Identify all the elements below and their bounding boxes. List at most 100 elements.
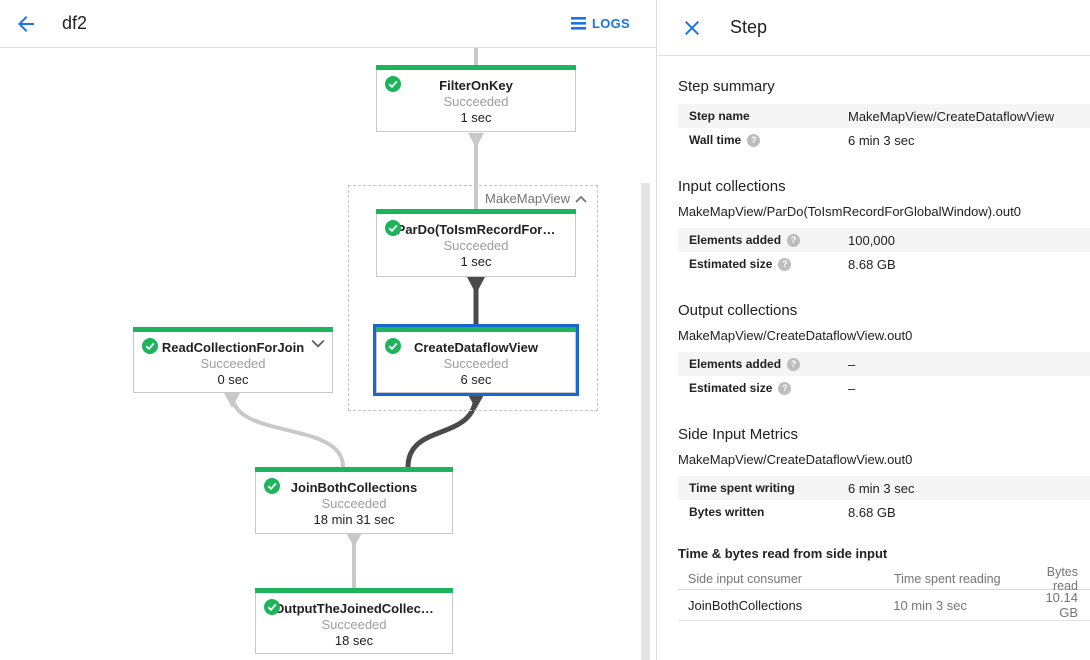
section-heading-output-collections: Output collections [678,302,798,319]
help-icon[interactable]: ? [778,257,792,271]
node-title: ParDo(ToIsmRecordFor… [396,222,556,237]
logs-button-label: LOGS [591,16,630,31]
row-bytes-written: Bytes written 8.68 GB [678,500,1090,524]
row-estimated-size: Estimated size ? 8.68 GB [678,252,1090,276]
node-outputthejoinedcollection[interactable]: OutputTheJoinedCollec… Succeeded 18 sec [255,588,453,654]
row-label: Bytes written [689,505,765,519]
node-time: 6 sec [460,372,492,387]
row-label: Step name [689,109,750,123]
node-status: Succeeded [200,356,266,371]
success-check-icon [385,220,401,236]
row-value: 8.68 GB [848,256,896,272]
success-check-icon [385,76,401,92]
help-icon[interactable]: ? [747,133,761,147]
row-estimated-size: Estimated size ? – [678,376,1090,400]
node-status: Succeeded [321,496,387,511]
row-step-name: Step name MakeMapView/CreateDataflowView [678,104,1090,128]
chevron-up-icon [575,195,587,203]
row-value: 8.68 GB [848,504,896,520]
node-title: JoinBothCollections [290,480,418,495]
node-status: Succeeded [443,94,509,109]
row-value: 6 min 3 sec [848,132,915,148]
success-check-icon [264,599,280,615]
col-header-consumer: Side input consumer [688,572,802,586]
close-icon[interactable] [680,16,704,40]
logs-button[interactable]: LOGS [570,16,630,31]
row-value: 100,000 [848,232,895,248]
group-makemapview-toggle[interactable]: MakeMapView [485,191,587,206]
row-label: Estimated size [689,381,773,395]
step-details-panel: Step Step summary Step name MakeMapView/… [658,0,1090,660]
node-readcollectionforjoin[interactable]: ReadCollectionForJoin Succeeded 0 sec [133,327,333,393]
table-row: JoinBothCollections 10 min 3 sec 10.14 G… [678,590,1090,621]
help-icon[interactable]: ? [787,233,801,247]
group-makemapview [348,185,598,411]
row-value: – [848,356,856,372]
node-createdataflowview[interactable]: CreateDataflowView Succeeded 6 sec [373,324,579,396]
panel-body: Step summary Step name MakeMapView/Creat… [658,78,1090,621]
output-collection-name: MakeMapView/CreateDataflowView.out0 [678,328,913,343]
node-title: FilterOnKey [439,78,513,93]
col-header-bytes-read: Bytes read [1046,565,1078,593]
row-value: 6 min 3 sec [848,480,915,496]
node-joinbothcollections[interactable]: JoinBothCollections Succeeded 18 min 31 … [255,467,453,534]
row-wall-time: Wall time ? 6 min 3 sec [678,128,1090,152]
cell-consumer: JoinBothCollections [688,597,803,613]
row-value: – [848,380,856,396]
node-status-bar [255,588,453,593]
logs-list-icon [570,17,586,30]
help-icon[interactable]: ? [778,381,792,395]
chevron-down-icon[interactable] [311,337,325,351]
section-heading-step-summary: Step summary [678,78,775,95]
section-heading-input-collections: Input collections [678,178,786,195]
row-label: Elements added [689,357,782,371]
side-input-collection-name: MakeMapView/CreateDataflowView.out0 [678,452,913,467]
job-title: df2 [62,13,88,33]
graph-edges [224,48,485,588]
node-time: 18 sec [334,633,374,648]
cell-time-reading: 10 min 3 sec [893,597,967,613]
back-arrow-icon[interactable] [14,12,38,36]
section-heading-side-input-metrics: Side Input Metrics [678,426,799,443]
node-status-bar [376,209,576,214]
node-title: ReadCollectionForJoin [161,340,305,355]
job-toolbar: df2 LOGS [0,0,656,48]
graph-canvas[interactable]: MakeMapView FilterOnKey Succeeded 1 sec … [0,48,656,660]
table-header-row: Side input consumer Time spent reading B… [678,565,1090,593]
row-label: Estimated size [689,257,773,271]
node-title: OutputTheJoinedCollec… [274,601,434,616]
cell-bytes-read: 10.14 GB [1045,590,1078,620]
node-status-bar [133,327,333,332]
help-icon[interactable]: ? [787,357,801,371]
table-heading-side-input-read: Time & bytes read from side input [678,546,888,561]
row-elements-added: Elements added ? 100,000 [678,228,1090,252]
panel-title: Step [730,17,768,37]
node-time: 0 sec [217,372,249,387]
node-status-bar [255,467,453,472]
row-label: Wall time [689,133,742,147]
job-graph-pane: df2 LOGS [0,0,657,660]
node-status: Succeeded [321,617,387,632]
node-status: Succeeded [443,356,509,371]
node-time: 18 min 31 sec [313,512,395,527]
row-label: Elements added [689,233,782,247]
graph-scrollbar[interactable] [641,183,650,660]
node-pardo-toismrecord[interactable]: ParDo(ToIsmRecordFor… Succeeded 1 sec [376,209,576,277]
side-input-read-table: Side input consumer Time spent reading B… [678,565,1090,621]
success-check-icon [385,338,401,354]
group-makemapview-label: MakeMapView [485,191,571,206]
row-time-spent-writing: Time spent writing 6 min 3 sec [678,476,1090,500]
node-time: 1 sec [460,110,492,125]
success-check-icon [264,478,280,494]
node-title: CreateDataflowView [413,340,539,355]
panel-header: Step [658,0,1090,56]
node-filteronkey[interactable]: FilterOnKey Succeeded 1 sec [376,65,576,132]
node-status-bar [376,327,576,332]
input-collection-name: MakeMapView/ParDo(ToIsmRecordForGlobalWi… [678,204,1021,219]
row-label: Time spent writing [689,481,795,495]
node-status: Succeeded [443,238,509,253]
row-elements-added: Elements added ? – [678,352,1090,376]
row-value: MakeMapView/CreateDataflowView [848,108,1055,124]
node-time: 1 sec [460,254,492,269]
node-status-bar [376,65,576,70]
